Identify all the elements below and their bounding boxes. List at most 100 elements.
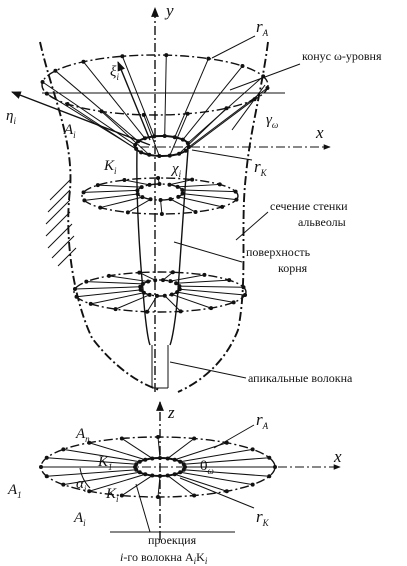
top-fiber [169, 113, 189, 156]
eta-axis [11, 91, 151, 146]
low-attachment-point [147, 292, 152, 297]
cone-top-ellipse [41, 54, 269, 116]
proj-attachment-point [87, 440, 92, 445]
mid-attachment-point [158, 197, 163, 202]
proj-fiber [121, 475, 153, 496]
Ai-top-label: Ai [63, 122, 76, 140]
mid-attachment-point [217, 182, 222, 187]
Ai-bottom-label: Ai [73, 510, 86, 528]
proj-fiber [121, 438, 153, 459]
low-attachment-point [141, 290, 146, 295]
top-attachment-point [134, 146, 139, 151]
proj-attachment-point [158, 456, 162, 460]
proj-attachment-point [192, 436, 197, 441]
proj-fiber [167, 475, 195, 496]
x-axis-upper-label: x [315, 123, 324, 142]
proj-attachment-point [267, 455, 272, 460]
leader-rA-bottom [213, 424, 255, 449]
low-fiber [179, 285, 244, 288]
proj-attachment-point [158, 474, 162, 478]
proj-attachment-point [178, 470, 183, 475]
top-fiber [143, 114, 160, 157]
mid-fiber [83, 189, 138, 193]
leader-projection [135, 483, 151, 533]
fibers-proj [39, 435, 277, 499]
mid-attachment-point [156, 176, 161, 181]
alpha-label: αi [76, 476, 87, 494]
proj-attachment-point [137, 470, 142, 475]
top-fiber [83, 61, 146, 139]
alveola-wall-right [177, 41, 269, 393]
proj-attachment-point [156, 495, 160, 499]
projection-annotation-line2: i-го волокна AiKi [120, 550, 208, 566]
top-fiber [121, 56, 155, 137]
top-attachment-point [240, 64, 245, 69]
low-attachment-point [162, 293, 167, 298]
mid-attachment-point [168, 197, 173, 202]
fibers-top [40, 53, 270, 158]
low-attachment-point [227, 278, 232, 283]
top-attachment-point [81, 59, 86, 64]
top-attachment-point [185, 111, 190, 116]
Ki-bottom-label: Ki [105, 486, 119, 504]
low-fiber [176, 279, 230, 284]
top-attachment-point [265, 85, 270, 90]
low-fiber [171, 293, 212, 309]
low-fiber [74, 286, 141, 290]
x-axis-lower-label: x [333, 447, 342, 466]
rA-top-label: rA [256, 17, 269, 38]
proj-attachment-point [172, 457, 177, 462]
top-fiber [55, 70, 139, 142]
mid-attachment-point [157, 182, 162, 187]
wall-annotation-line2: альвеолы [298, 215, 346, 229]
low-attachment-point [145, 309, 150, 314]
root-annotation-line2: корня [278, 261, 308, 275]
fibers-low [72, 270, 248, 314]
low-attachment-point [231, 300, 236, 305]
top-fiber [46, 93, 137, 150]
proj-attachment-point [172, 472, 177, 477]
mid-attachment-point [159, 211, 164, 216]
alveola-section-low [73, 271, 247, 313]
top-attachment-point [167, 153, 172, 158]
low-attachment-point [168, 279, 173, 284]
low-fiber [170, 274, 205, 282]
eta-label: ηi [6, 108, 16, 126]
top-fiber [182, 65, 243, 140]
proj-attachment-point [224, 489, 229, 494]
mid-attachment-point [139, 185, 144, 190]
low-fiber [90, 292, 145, 305]
proj-fiber [167, 438, 195, 459]
mid-attachment-point [233, 189, 238, 194]
low-attachment-point [74, 294, 79, 299]
leader-cone [229, 63, 301, 91]
xi-axis [117, 61, 151, 141]
proj-fiber [46, 469, 137, 477]
low-attachment-point [177, 287, 182, 292]
mid-fiber [84, 193, 138, 201]
top-attachment-point [162, 134, 167, 139]
proj-fiber [63, 471, 140, 486]
top-attachment-point [142, 136, 147, 141]
top-attachment-point [40, 80, 45, 85]
labels: y x z x rA rK rA rK ξi ηi χi γω Ai Ki An… [6, 1, 382, 566]
mid-fiber [100, 196, 143, 209]
proj-fiber [46, 457, 137, 465]
top-attachment-point [44, 91, 49, 96]
low-attachment-point [177, 284, 182, 289]
mid-attachment-point [180, 188, 185, 193]
alpha-arc [79, 467, 91, 489]
top-attachment-point [139, 150, 144, 155]
root-annotation-line1: поверхность [246, 245, 311, 259]
mid-attachment-point [234, 197, 239, 202]
projection-annotation-line1: проекция [148, 533, 197, 547]
top-fiber [174, 58, 209, 138]
proj-fiber [183, 469, 270, 477]
low-attachment-point [138, 287, 143, 292]
proj-fiber [89, 473, 146, 492]
mid-fiber [170, 198, 196, 213]
proj-fiber [89, 442, 146, 461]
z-axis-label: z [167, 403, 175, 422]
gamma-reference [231, 84, 266, 131]
